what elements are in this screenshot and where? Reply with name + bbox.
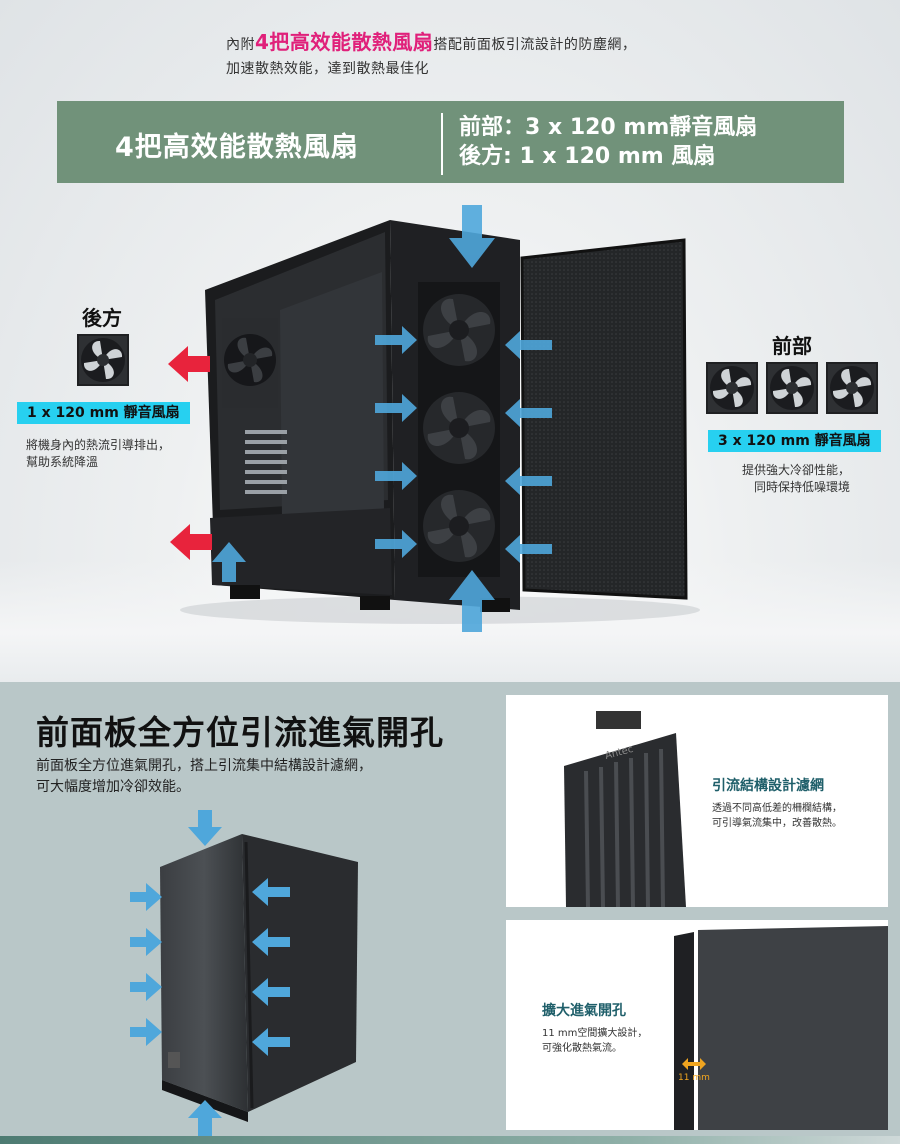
section-desc-line-2: 可大幅度增加冷卻效能。 <box>36 779 190 795</box>
arrow-front-3 <box>505 467 552 495</box>
arrow-top <box>188 810 222 846</box>
front-fan-tag: 3 x 120 mm 靜音風扇 <box>708 430 881 452</box>
filter-illustration: Antec <box>564 711 686 907</box>
intro-suffix: 搭配前面板引流設計的防塵網， <box>433 37 637 53</box>
panel-airflow-arrows <box>130 810 290 1137</box>
arrow-bottom-intake <box>449 570 495 632</box>
arrow-top-intake <box>449 205 495 268</box>
fan-icon <box>770 366 814 410</box>
section-desc-line-1: 前面板全方位進氣開孔，搭上引流集中結構設計濾網， <box>36 758 372 774</box>
front-header: 前部 <box>772 334 812 358</box>
front-fan-thumb-1 <box>706 362 758 414</box>
intro-prefix: 內附 <box>226 37 255 53</box>
vent-card: 11 mm 擴大進氣開孔 11 mm空間擴大設計， 可強化散熱氣流。 <box>506 920 888 1130</box>
arrow-in-3 <box>375 462 417 490</box>
pc-case-illustration <box>180 220 700 624</box>
vent-desc-line-2: 可強化散熱氣流。 <box>542 1043 622 1054</box>
filter-desc-line-1: 透過不同高低差的柵欄結構， <box>712 803 842 814</box>
fan-icon <box>710 366 754 410</box>
filter-card: Antec 引流結構設計濾網 透過不同高低差的柵欄結構， 可引導氣流集中，改善散… <box>506 695 888 907</box>
vent-desc-line-1: 11 mm空間擴大設計， <box>542 1028 648 1039</box>
arrow-psu-intake <box>212 542 246 582</box>
vent-card-title: 擴大進氣開孔 <box>542 1003 626 1019</box>
front-fan-thumb-2 <box>766 362 818 414</box>
antec-logo-icon <box>168 1052 180 1068</box>
arrow-front-2 <box>505 399 552 427</box>
rear-desc-line-2: 幫助系統降溫 <box>26 455 99 469</box>
arrow-bottom <box>188 1100 222 1137</box>
arrow-in-2 <box>375 394 417 422</box>
front-fan-thumb-3 <box>826 362 878 414</box>
rear-fan-thumb <box>77 334 129 386</box>
banner-right-text: 前部：3 x 120 mm靜音風扇 後方: 1 x 120 mm 風扇 <box>459 113 757 171</box>
arrow-in-4 <box>375 530 417 558</box>
intro-text: 內附4把高效能散熱風扇搭配前面板引流設計的防塵網， 加速散熱效能，達到散熱最佳化 <box>226 30 636 81</box>
filter-card-desc: 透過不同高低差的柵欄結構， 可引導氣流集中，改善散熱。 <box>712 801 842 831</box>
intro-line-2: 加速散熱效能，達到散熱最佳化 <box>226 61 429 77</box>
rear-desc-line-1: 將機身內的熱流引導排出， <box>26 438 171 452</box>
airflow-arrows <box>168 205 552 632</box>
intro-line-1: 內附4把高效能散熱風扇搭配前面板引流設計的防塵網， <box>226 30 636 57</box>
arrow-front-1 <box>505 331 552 359</box>
arrow-bottom-exhaust <box>170 524 212 560</box>
rear-desc: 將機身內的熱流引導排出， 幫助系統降溫 <box>26 437 170 471</box>
banner-right-line-1: 前部：3 x 120 mm靜音風扇 <box>459 115 758 140</box>
rear-header: 後方 <box>82 306 122 330</box>
intro-highlight: 4把高效能散熱風扇 <box>255 30 434 54</box>
banner-divider <box>441 113 443 175</box>
filter-desc-line-2: 可引導氣流集中，改善散熱。 <box>712 818 842 829</box>
arrow-rear-exhaust <box>168 346 210 382</box>
banner-left-text: 4把高效能散熱風扇 <box>115 132 359 163</box>
gap-arrow-icon <box>682 1058 706 1070</box>
fan-icon <box>830 366 874 410</box>
rear-fan-icon <box>224 334 276 386</box>
rear-fan-tag: 1 x 120 mm 靜音風扇 <box>17 402 190 424</box>
vent-card-desc: 11 mm空間擴大設計， 可強化散熱氣流。 <box>542 1026 647 1056</box>
filter-card-title: 引流結構設計濾網 <box>712 778 824 794</box>
fan-banner: 4把高效能散熱風扇 前部：3 x 120 mm靜音風扇 後方: 1 x 120 … <box>57 101 844 183</box>
arrow-front-4 <box>505 535 552 563</box>
front-desc-line-1: 提供強大冷卻性能， <box>742 463 851 477</box>
bottom-band <box>0 1136 900 1144</box>
banner-right-line-2: 後方: 1 x 120 mm 風扇 <box>459 144 716 169</box>
front-desc-line-2: 同時保持低噪環境 <box>754 480 851 494</box>
section-desc: 前面板全方位進氣開孔，搭上引流集中結構設計濾網， 可大幅度增加冷卻效能。 <box>36 756 372 798</box>
front-desc: 提供強大冷卻性能， 同時保持低噪環境 <box>742 462 850 496</box>
fan-section: 內附4把高效能散熱風扇搭配前面板引流設計的防塵網， 加速散熱效能，達到散熱最佳化… <box>0 0 900 682</box>
gap-label: 11 mm <box>678 1073 710 1083</box>
fan-icon <box>81 338 125 382</box>
front-panel-section: 前面板全方位引流進氣開孔 前面板全方位進氣開孔，搭上引流集中結構設計濾網， 可大… <box>0 682 900 1144</box>
front-fans-icon <box>423 294 495 562</box>
vent-illustration: 11 mm <box>674 926 888 1130</box>
arrow-in-1 <box>375 326 417 354</box>
section-title: 前面板全方位引流進氣開孔 <box>36 713 444 752</box>
